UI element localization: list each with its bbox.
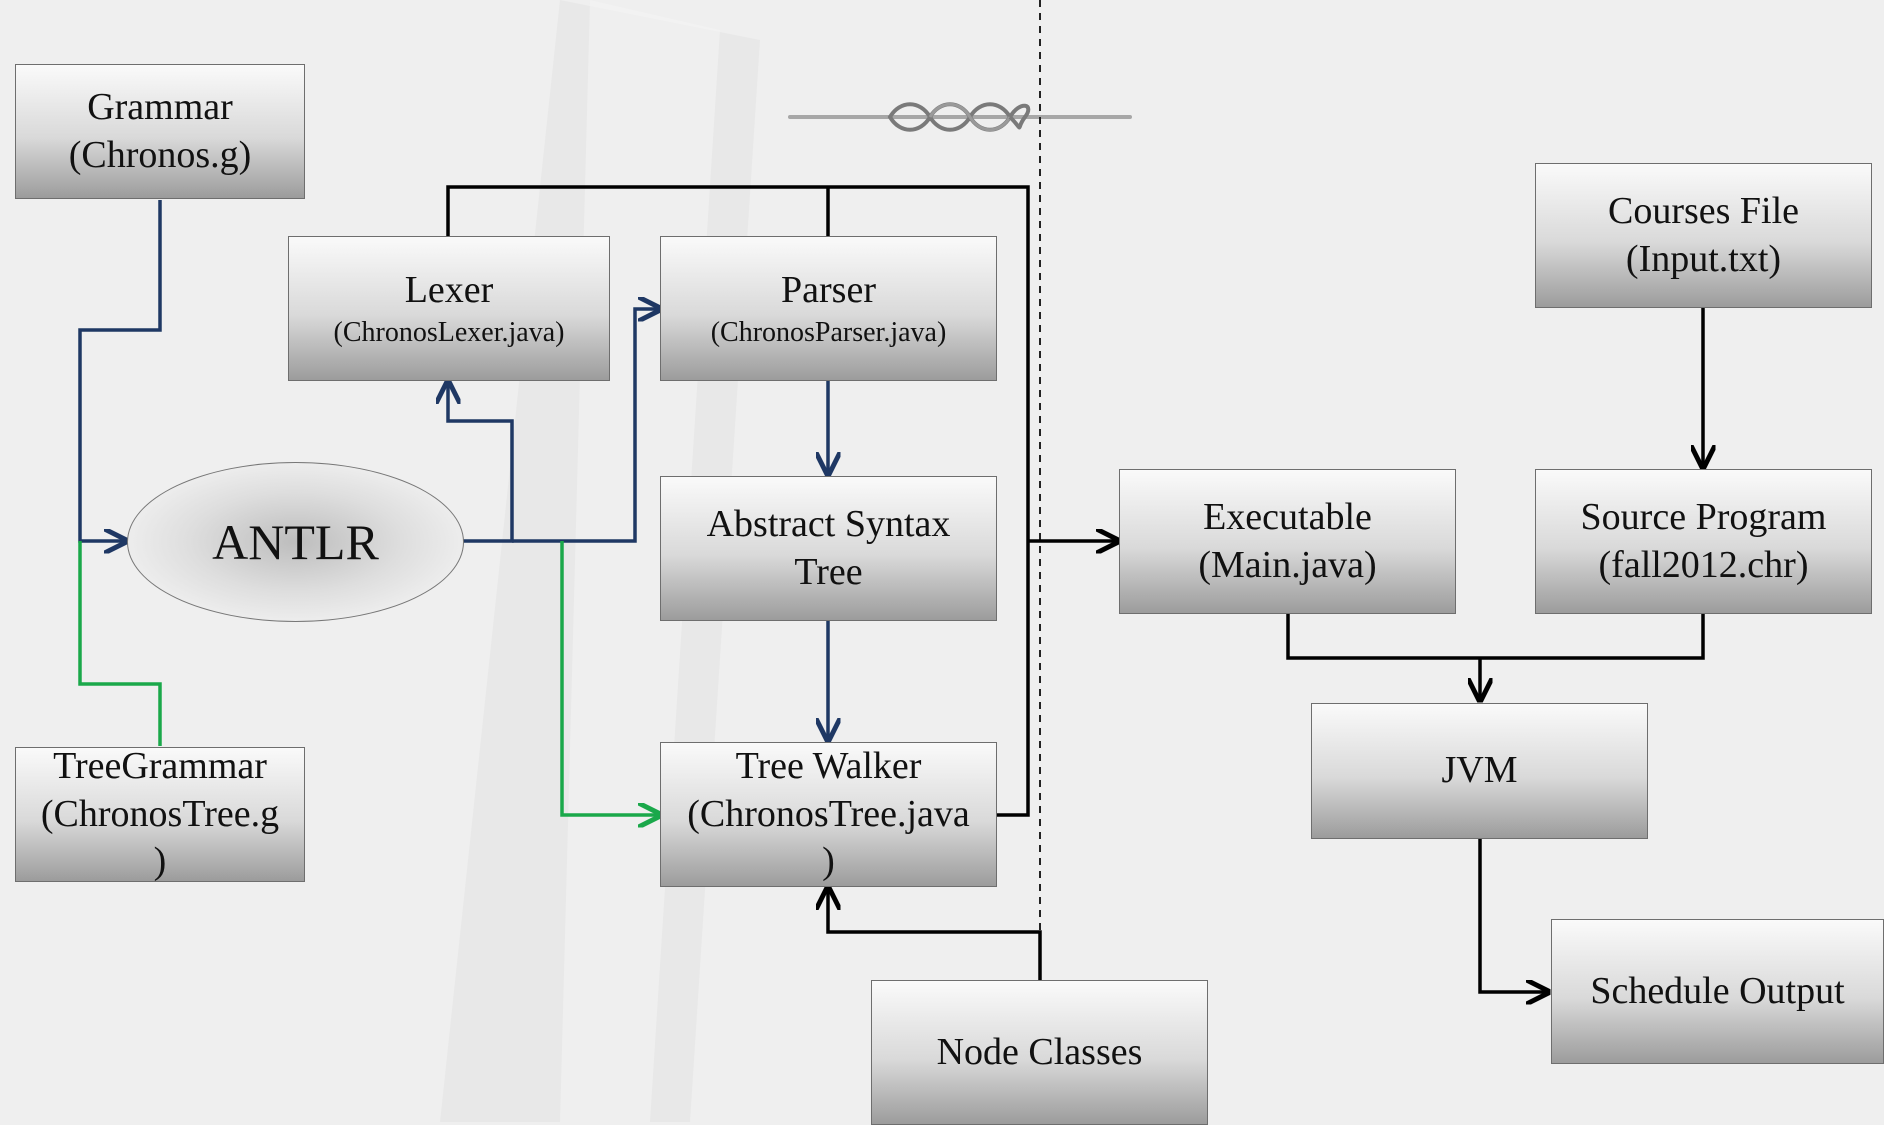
node-coursesfile: Courses File (Input.txt)	[1535, 163, 1872, 308]
node-executable: Executable (Main.java)	[1119, 469, 1456, 614]
node-scheduleoutput: Schedule Output	[1551, 919, 1884, 1064]
node-treewalker-title: Tree Walker	[735, 745, 922, 788]
node-nodeclasses: Node Classes	[871, 980, 1208, 1125]
node-parser-title: Parser	[781, 269, 876, 312]
node-jvm-label: JVM	[1441, 749, 1518, 792]
node-antlr-label: ANTLR	[212, 514, 379, 570]
node-ast-title: Abstract Syntax	[706, 503, 951, 545]
ornament-icon	[788, 102, 1132, 132]
node-treewalker: Tree Walker (ChronosTree.java )	[660, 742, 997, 887]
node-ast: Abstract Syntax Tree	[660, 476, 997, 621]
edge-grammar-antlr	[78, 200, 162, 541]
node-parser-subtitle: (ChronosParser.java)	[710, 316, 947, 348]
node-coursesfile-title: Courses File	[1607, 190, 1800, 232]
node-lexer-title: Lexer	[404, 269, 494, 312]
edge-lexer-bus	[446, 185, 1030, 817]
node-grammar-subtitle: (Chronos.g)	[68, 133, 252, 176]
node-treewalker-subtitle-end: )	[822, 840, 835, 883]
node-sourceprogram-title: Source Program	[1580, 496, 1827, 538]
node-jvm: JVM	[1311, 703, 1648, 839]
edge-treegrammar-antlr	[78, 541, 162, 746]
edge-antlr-lexer	[448, 382, 514, 543]
node-treegrammar-subtitle: (ChronosTree.g	[40, 792, 280, 835]
node-lexer: Lexer (ChronosLexer.java)	[288, 236, 610, 381]
node-treegrammar-subtitle-end: )	[153, 840, 167, 883]
node-executable-subtitle: (Main.java)	[1198, 543, 1377, 586]
node-executable-title: Executable	[1203, 496, 1372, 538]
edge-nodeclasses-treewalker	[828, 888, 1042, 980]
node-treegrammar: TreeGrammar (ChronosTree.g )	[15, 745, 305, 882]
node-grammar-title: Grammar	[87, 86, 233, 128]
edge-jvm-output	[1478, 839, 1548, 992]
edge-executable-jvm	[1286, 614, 1705, 660]
node-antlr: ANTLR	[127, 462, 464, 622]
node-parser: Parser (ChronosParser.java)	[660, 236, 997, 381]
node-treegrammar-title: TreeGrammar	[53, 745, 267, 788]
node-sourceprogram-subtitle: (fall2012.chr)	[1598, 543, 1809, 586]
node-scheduleoutput-label: Schedule Output	[1590, 969, 1845, 1012]
node-coursesfile-subtitle: (Input.txt)	[1625, 237, 1782, 280]
edge-antlr-treewalker	[560, 541, 660, 815]
node-treewalker-subtitle: (ChronosTree.java	[687, 792, 970, 835]
node-nodeclasses-label: Node Classes	[936, 1030, 1143, 1073]
node-lexer-subtitle: (ChronosLexer.java)	[333, 316, 565, 348]
edge-antlr-parser	[512, 309, 660, 543]
node-sourceprogram: Source Program (fall2012.chr)	[1535, 469, 1872, 614]
node-ast-subtitle: Tree	[794, 550, 863, 593]
node-grammar: Grammar (Chronos.g)	[15, 64, 305, 199]
